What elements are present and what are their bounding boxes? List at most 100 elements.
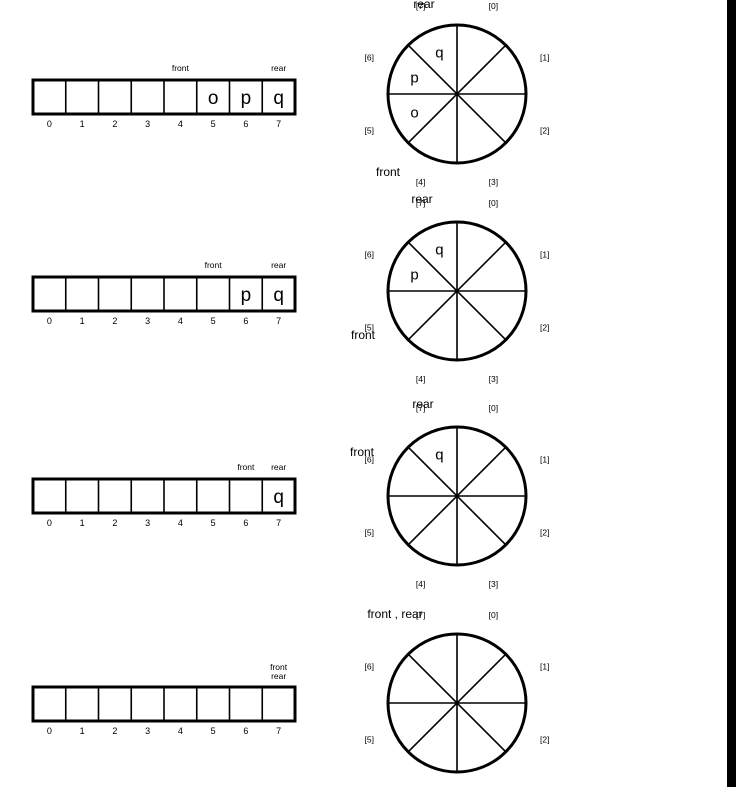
circle-slot-value: p	[410, 266, 418, 283]
circle-slot-label: [1]	[540, 250, 549, 260]
circle-slot-label: [2]	[540, 527, 549, 537]
circle-slot-label: [0]	[489, 610, 498, 620]
array-index-label: 5	[211, 316, 216, 326]
array-index-label: 0	[47, 726, 52, 736]
circle-slot-label: [4]	[416, 786, 425, 787]
array-index-label: 5	[211, 726, 216, 736]
circle-sector-divider	[407, 653, 507, 753]
array-index-label: 2	[112, 518, 117, 528]
circle-rear-label: rear	[413, 0, 434, 11]
array-index-label: 4	[178, 316, 183, 326]
array-index-label: 4	[178, 518, 183, 528]
array-front-label: front	[237, 462, 255, 472]
circle-slot-label: [2]	[540, 322, 549, 332]
array-index-label: 4	[178, 119, 183, 129]
circle-front-rear-label: front , rear	[367, 607, 422, 621]
array-front-label: front	[205, 260, 223, 270]
array-index-label: 7	[276, 518, 281, 528]
circular-buffer-outline-2	[386, 220, 528, 362]
circle-slot-label: [4]	[416, 374, 425, 384]
circle-slot-label: [0]	[489, 198, 498, 208]
circle-sector-divider	[407, 446, 507, 546]
array-index-label: 3	[145, 119, 150, 129]
array-cell-value: q	[273, 487, 284, 508]
circle-slot-label: [5]	[365, 527, 374, 537]
circle-slot-label: [1]	[540, 53, 549, 63]
circle-slot-label: [7]	[416, 198, 425, 208]
circle-slot-label: [6]	[365, 250, 374, 260]
circle-slot-label: [6]	[365, 455, 374, 465]
circle-slot-label: [4]	[416, 579, 425, 589]
array-index-label: 7	[276, 726, 281, 736]
circle-rear-label: rear	[412, 397, 433, 411]
array-index-label: 0	[47, 316, 52, 326]
circle-slot-label: [3]	[489, 579, 498, 589]
array-front-label: front	[270, 662, 288, 672]
circle-front-label: front	[376, 165, 401, 179]
array-cell-value: p	[241, 88, 252, 109]
circle-slot-value: q	[435, 242, 443, 259]
array-index-label: 3	[145, 726, 150, 736]
right-edge-bar	[727, 0, 736, 787]
array-index-label: 1	[80, 316, 85, 326]
circle-slot-label: [1]	[540, 662, 549, 672]
circular-buffer-outline-1	[386, 23, 528, 165]
circle-slot-label: [2]	[540, 125, 549, 135]
circle-slot-value: o	[410, 105, 418, 122]
array-cell-value: q	[273, 285, 284, 306]
circle-slot-label: [3]	[489, 374, 498, 384]
circle-slot-label: [6]	[365, 662, 374, 672]
circle-slot-label: [5]	[365, 125, 374, 135]
array-index-label: 5	[211, 119, 216, 129]
array-index-label: 1	[80, 518, 85, 528]
array-index-label: 5	[211, 518, 216, 528]
circle-slot-label: [6]	[365, 53, 374, 63]
circle-slot-value: q	[435, 45, 443, 62]
array-index-label: 1	[80, 726, 85, 736]
array-index-label: 6	[243, 518, 248, 528]
array-index-label: 7	[276, 316, 281, 326]
array-index-label: 0	[47, 119, 52, 129]
array-index-label: 6	[243, 726, 248, 736]
array-index-label: 3	[145, 518, 150, 528]
array-index-label: 2	[112, 726, 117, 736]
array-index-label: 1	[80, 119, 85, 129]
circular-buffer-outline-3	[386, 425, 528, 567]
circle-front-label: front	[351, 328, 376, 342]
array-cell-value: q	[273, 88, 284, 109]
circle-slot-label: [2]	[540, 734, 549, 744]
circle-slot-value: p	[410, 69, 418, 86]
circle-rear-label: rear	[411, 192, 432, 206]
circle-sector-divider	[407, 241, 507, 341]
circle-slot-label: [0]	[489, 403, 498, 413]
circle-slot-value: q	[435, 447, 443, 464]
array-index-label: 0	[47, 518, 52, 528]
circle-slot-label: [1]	[540, 455, 549, 465]
circle-front-label: front	[350, 445, 375, 459]
circle-slot-label: [4]	[416, 177, 425, 187]
array-index-label: 2	[112, 119, 117, 129]
circle-slot-label: [5]	[365, 322, 374, 332]
circle-sector-divider	[407, 44, 507, 144]
circle-slot-label: [3]	[489, 177, 498, 187]
circle-slot-label: [7]	[416, 610, 425, 620]
array-rear-label: rear	[271, 462, 286, 472]
array-index-label: 6	[243, 316, 248, 326]
circle-slot-label: [7]	[416, 1, 425, 11]
array-index-label: 4	[178, 726, 183, 736]
array-index-label: 6	[243, 119, 248, 129]
circle-slot-label: [5]	[365, 734, 374, 744]
array-index-label: 2	[112, 316, 117, 326]
array-cell-value: o	[208, 88, 219, 109]
array-rear-label: rear	[271, 671, 286, 681]
circle-slot-label: [7]	[416, 403, 425, 413]
array-front-label: front	[172, 63, 190, 73]
array-cell-value: p	[241, 285, 252, 306]
circle-slot-label: [3]	[489, 786, 498, 787]
array-index-label: 3	[145, 316, 150, 326]
circular-buffer-outline-4	[386, 632, 528, 774]
array-rear-label: rear	[271, 63, 286, 73]
array-rear-label: rear	[271, 260, 286, 270]
array-index-label: 7	[276, 119, 281, 129]
